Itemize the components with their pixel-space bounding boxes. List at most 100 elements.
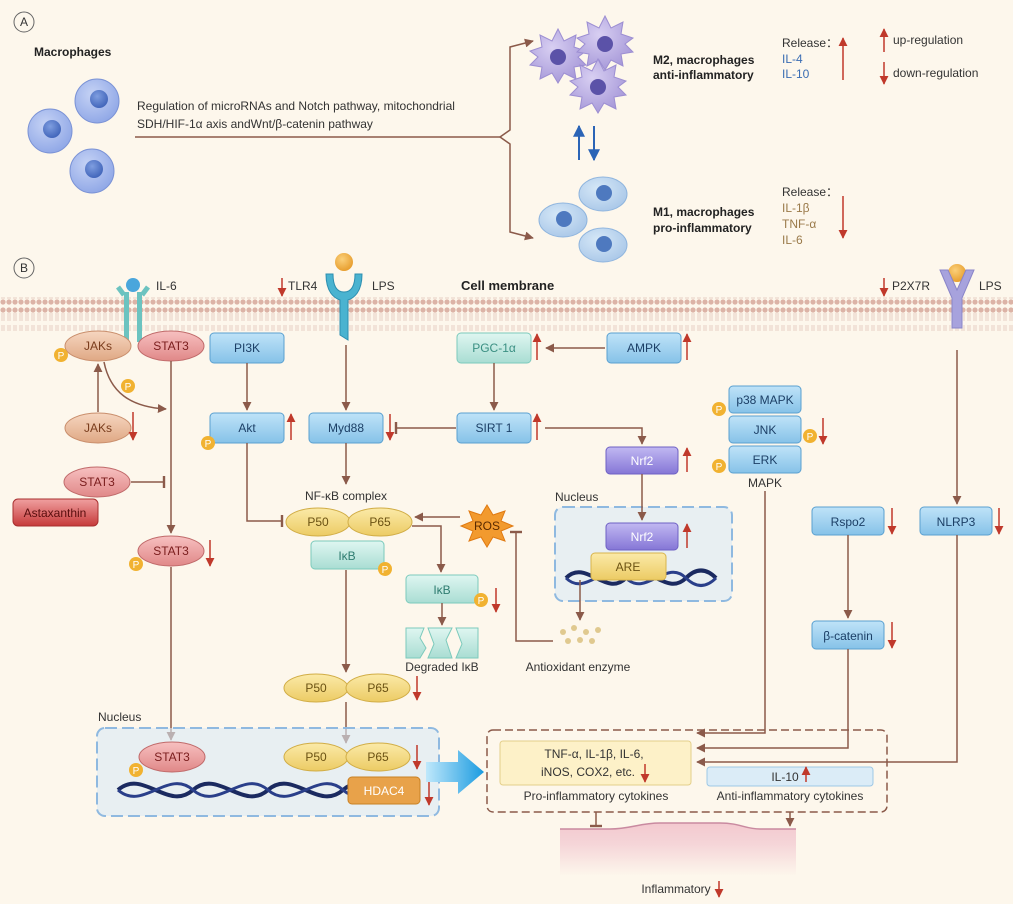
degraded-ikb-label: Degraded IκB [405, 660, 478, 674]
regulation-line1: Regulation of microRNAs and Notch pathwa… [137, 99, 455, 113]
panel-b: B Cell membrane IL-6 TLR4 LPS P2X7R LPS … [0, 253, 1013, 898]
il6-label: IL-6 [156, 279, 177, 293]
antioxidant-label: Antioxidant enzyme [526, 660, 631, 674]
svg-text:P: P [716, 405, 723, 416]
p50-free-label: P50 [305, 681, 327, 695]
m2-line2: anti-inflammatory [653, 68, 754, 82]
p38-label: p38 MAPK [736, 393, 793, 407]
p38-phospho [712, 402, 726, 416]
svg-text:P: P [133, 560, 140, 571]
nlrp3-label: NLRP3 [937, 515, 976, 529]
nrf2-nucleus-box [605, 522, 679, 551]
p65-nucleus [345, 742, 411, 772]
panel-b-badge: B [20, 261, 28, 275]
stat3-low [137, 535, 205, 567]
jaks-phospho-mid [121, 379, 135, 393]
jnk-box [728, 415, 802, 444]
sirt1-box [456, 412, 532, 444]
rspo2-label: Rspo2 [831, 515, 866, 529]
m1-line2: pro-inflammatory [653, 221, 752, 235]
m1-release-tnfa: TNF-α [782, 217, 816, 231]
akt-label: Akt [238, 421, 256, 435]
p2x7r-receptor [939, 264, 975, 329]
jnk-label: JNK [754, 423, 777, 437]
bcatenin-label: β-catenin [823, 629, 873, 643]
degraded-ikb-shape [405, 627, 479, 659]
il10-label: IL-10 [771, 770, 799, 784]
m1-line1: M1, macrophages [653, 205, 755, 219]
pgc1a-label: PGC-1α [472, 341, 516, 355]
nucleus-to-cytokines-arrow [426, 750, 484, 794]
are-label: ARE [616, 560, 641, 574]
m1-release-il1b: IL-1β [782, 201, 810, 215]
jaks-top [64, 330, 132, 362]
nfkb-complex-label: NF-κB complex [305, 489, 387, 503]
nucleus-right-label: Nucleus [555, 490, 598, 504]
p65-free [345, 673, 411, 703]
m2-release-label: Release： [782, 36, 838, 50]
jaks-top-label: JAKs [84, 339, 112, 353]
m1-cells [538, 176, 628, 263]
astaxanthin-label: Astaxanthin [24, 506, 87, 520]
panel-b-badge-circle [13, 257, 35, 279]
jaks-phosphorylation-arrow [103, 361, 167, 414]
akt-phospho [201, 436, 215, 450]
to-m1-arrow [499, 136, 534, 241]
stat3-nucleus-phospho [129, 763, 143, 777]
p50-nucleus-label: P50 [305, 750, 327, 764]
svg-text:P: P [125, 382, 132, 393]
panel-a-badge: A [20, 15, 28, 29]
inflamed-tissue-edge [560, 822, 796, 830]
mapk-label: MAPK [748, 476, 782, 490]
il6-receptor [116, 278, 150, 342]
macrophages-label: Macrophages [34, 45, 112, 59]
ikb-free-phospho [474, 593, 488, 607]
ikb-release-arrow [412, 525, 446, 573]
legend-up-label: up-regulation [893, 33, 963, 47]
bcatenin-to-cytokines-arrow [696, 649, 849, 753]
sirt1-label: SIRT 1 [476, 421, 513, 435]
pro-cytokines-line2: iNOS, COX2, etc. [541, 765, 635, 779]
ros-burst [459, 504, 515, 548]
myd88-label: Myd88 [328, 421, 364, 435]
legend-down-label: down-regulation [893, 66, 978, 80]
ikb-complex-box [310, 540, 385, 570]
jaks-top-phospho [54, 348, 68, 362]
p38-box [728, 385, 802, 414]
cell-membrane [0, 297, 1013, 331]
panel-a: A Macrophages Regulation of microRNAs an… [13, 11, 978, 263]
cell-membrane-label: Cell membrane [461, 278, 554, 293]
p65-nucleus-label: P65 [367, 750, 389, 764]
m2-line1: M2, macrophages [653, 53, 755, 67]
svg-text:P: P [716, 462, 723, 473]
p65-complex [347, 507, 413, 537]
svg-text:P: P [382, 565, 389, 576]
jaks-bottom-label: JAKs [84, 421, 112, 435]
svg-text:P: P [133, 766, 140, 777]
ros-label: ROS [474, 519, 500, 533]
ampk-label: AMPK [627, 341, 661, 355]
are-box [590, 552, 667, 581]
anti-cytokines-box [706, 766, 874, 787]
m2-cells [528, 14, 635, 114]
stat3-nucleus-label: STAT3 [154, 750, 190, 764]
ampk-box [606, 332, 682, 364]
m2-release-il10: IL-10 [782, 67, 810, 81]
sirt1-to-nrf2-arrow [545, 427, 647, 445]
stat3-low-phospho [129, 557, 143, 571]
svg-text:P: P [58, 351, 65, 362]
nlrp3-box [919, 506, 993, 536]
pi3k-label: PI3K [234, 341, 260, 355]
antioxidant-inhibits-ros [510, 530, 553, 642]
m2-release-il4: IL-4 [782, 52, 803, 66]
p65-complex-label: P65 [369, 515, 391, 529]
nrf2-label: Nrf2 [631, 454, 654, 468]
akt-inhibits-nfkb [246, 443, 284, 527]
cytokines-region [486, 729, 888, 813]
astaxanthin-box [12, 498, 99, 527]
tlr4-receptor [325, 253, 363, 341]
jaks-bottom [64, 412, 132, 444]
nrf2-nucleus-label: Nrf2 [631, 530, 654, 544]
inflammatory-label: Inflammatory [641, 882, 710, 896]
